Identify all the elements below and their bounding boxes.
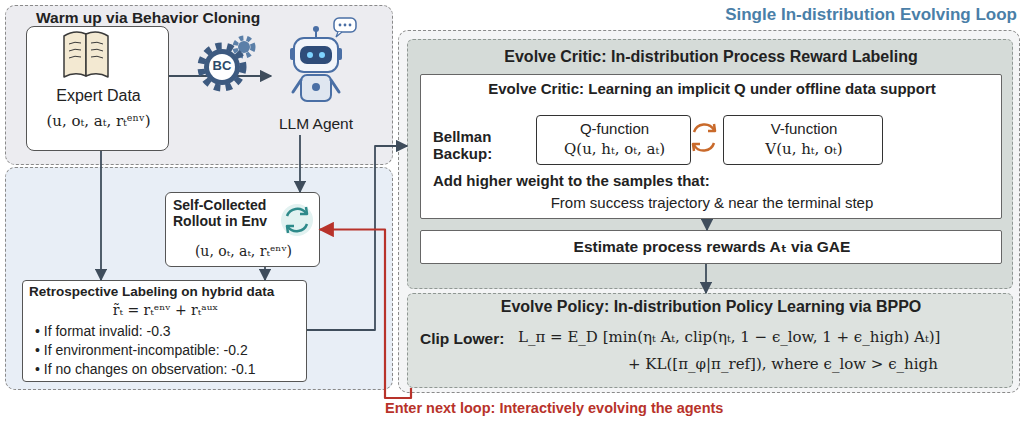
group-title: Evolve Critic: In-distribution Process R… [408,48,1014,66]
box-title: Estimate process rewards Aₜ via GAE [421,238,1003,256]
tuple-formula: (u, oₜ, aₜ, rₜᵉⁿᵛ) [166,243,321,259]
group-title: Evolve Policy: In-distribution Policy Le… [408,298,1014,316]
flow-arrow [307,146,407,330]
function-box: V-functionV(u, hₜ, oₜ) [723,115,883,165]
box-title: Retrospective Labeling on hybrid data [29,284,305,300]
function-formula: V(u, hₜ, oₜ) [724,141,884,158]
agent-node: LLM Agent [271,23,361,135]
reward-formula: r̃ₜ = rₜᵉⁿᵛ + rₜᵃᵘˣ [23,302,308,318]
policy-group: Evolve Policy: In-distribution Policy Le… [407,293,1013,388]
tuple-formula: (u, oₜ, aₜ, rₜᵉⁿᵛ) [27,113,170,130]
gear-label: BC [200,59,244,74]
row-label: Bellman Backup: [433,128,538,163]
box-title: Expert Data [27,87,170,105]
edge-label: Enter next loop: Interactively evolving … [385,400,723,417]
bullet-item: • If no changes on observation: -0.1 [35,361,303,377]
rollout-box: Self-Collected Rollout in Env (u, oₜ, aₜ,… [165,192,320,267]
bullet-item: • If environment-incompatible: -0.2 [35,342,303,358]
box-title: Evolve Critic: Learning an implicit Q un… [421,80,1003,97]
objective-formula: L_π = E_D [min(ηₜ Aₜ, clip(ηₜ, 1 − ϵ_low… [518,329,1008,346]
group-title: Single In-distribution Evolving Loop [671,5,1017,25]
objective-formula: + KL([π_φ|π_ref]), where ϵ_low > ϵ_high [628,356,1008,373]
process-box: Estimate process rewards Aₜ via GAE [420,230,1002,264]
function-box: Q-functionQ(u, hₜ, oₜ, aₜ) [536,115,691,165]
loop-group: Single In-distribution Evolving LoopEvol… [398,30,1020,393]
labeling-box: Retrospective Labeling on hybrid data r̃ₜ… [22,280,307,382]
group-title: Warm up via Behavior Cloning [36,9,336,27]
row-label: Add higher weight to the samples that: [433,172,993,189]
function-formula: Q(u, hₜ, oₜ, aₜ) [537,141,692,158]
bullet-item: • If format invalid: -0.3 [35,323,303,339]
row-label: Clip Lower: [420,330,516,348]
critic-group: Evolve Critic: In-distribution Process R… [407,39,1013,289]
data-box: Expert Data (u, oₜ, aₜ, rₜᵉⁿᵛ) [26,26,169,151]
agent-label: LLM Agent [261,115,371,133]
box-title: Q-function [537,120,692,137]
flow-arrow [100,151,102,280]
box-title: Self-Collected Rollout in Env [173,197,283,229]
box-title: V-function [724,120,884,137]
warmup-group: Warm up via Behavior CloningExpert Data (… [5,5,393,165]
process-box: Evolve Critic: Learning an implicit Q un… [420,74,1002,219]
flow-arrow [264,267,266,280]
body-text: From success trajectory & near the termi… [421,194,1003,211]
